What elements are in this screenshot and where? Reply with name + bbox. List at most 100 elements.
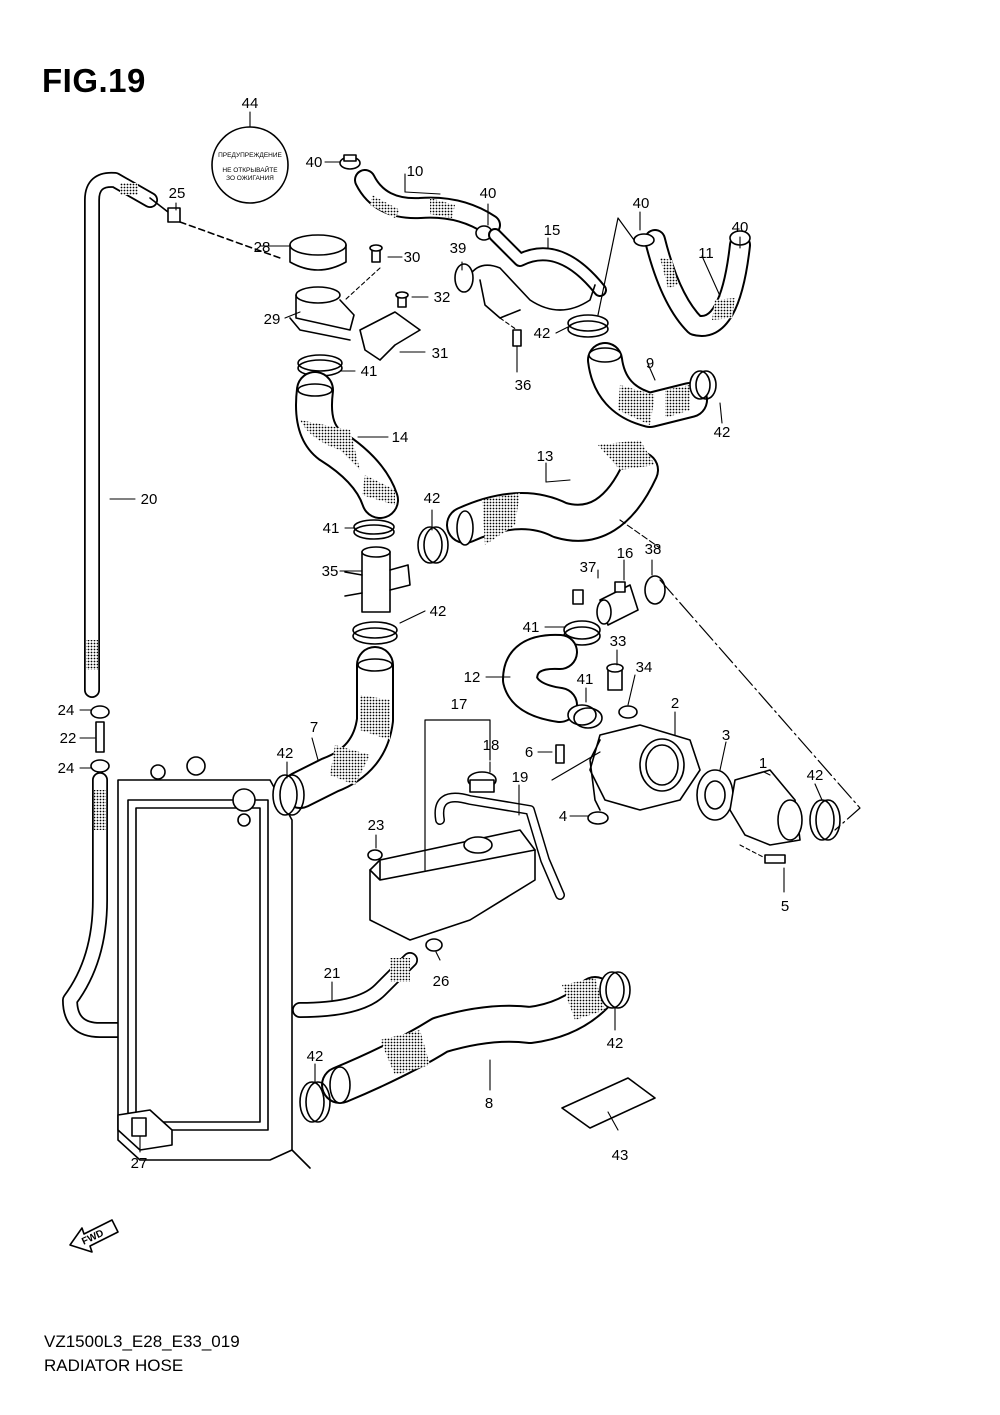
callout-12: 12: [464, 669, 481, 686]
part-25-clip: [167, 207, 181, 223]
part-8-hose: [321, 976, 614, 1104]
part-43-label: [561, 1077, 656, 1129]
callout-19: 19: [512, 769, 529, 786]
part-9-hose: [587, 342, 708, 428]
part-3-thermostat: [696, 769, 734, 821]
part-4-o-ring: [587, 811, 609, 825]
callout-29: 29: [264, 311, 281, 328]
part-40-clip-a: [339, 154, 361, 170]
callout-4: 4: [559, 808, 567, 825]
callout-7: 7: [310, 719, 318, 736]
part-15-pipe: [469, 228, 607, 319]
callout-26: 26: [433, 973, 450, 990]
part-27-bracket: [117, 1109, 173, 1151]
part-34-o-ring: [618, 705, 638, 719]
callout-27: 27: [131, 1155, 148, 1172]
part-42-clamp-f: [809, 799, 841, 841]
callout-20: 20: [141, 491, 158, 508]
part-42-clamp-b: [352, 621, 398, 645]
part-41-clamp-mid: [353, 519, 395, 540]
part-18-cap: [467, 771, 497, 793]
part-2-housing: [589, 724, 701, 811]
figure-title: FIG.19: [42, 62, 146, 99]
callout-36: 36: [515, 377, 532, 394]
callout-9: 9: [646, 355, 654, 372]
part-26-clip: [425, 938, 443, 952]
part-31-bracket: [359, 311, 421, 361]
part-42-clamp-e: [689, 370, 717, 400]
callout-42-e: 42: [277, 745, 294, 762]
callout-18: 18: [483, 737, 500, 754]
part-42-clamp-h: [599, 971, 631, 1009]
part-24-clip-lower: [90, 759, 110, 773]
callout-23: 23: [368, 817, 385, 834]
callout-6: 6: [525, 744, 533, 761]
part-39-o-ring: [454, 263, 474, 293]
part-41-clamp-e: [563, 620, 601, 646]
callout-40-c: 40: [633, 195, 650, 212]
part-41-clamp-f: [567, 704, 603, 729]
part-16-fitting: [596, 581, 639, 626]
part-17-reservoir-tank: [369, 829, 536, 941]
callout-39: 39: [450, 240, 467, 257]
callout-10: 10: [407, 163, 424, 180]
part-5-bolt: [764, 854, 786, 864]
callout-33: 33: [610, 633, 627, 650]
part-1-cover: [729, 769, 803, 846]
part-29-filler-neck: [289, 286, 355, 341]
radiator: [117, 756, 311, 1169]
callout-11: 11: [698, 245, 714, 262]
part-42-clamp-a: [417, 526, 449, 564]
callout-38: 38: [645, 541, 662, 558]
part-24-clip-upper: [90, 705, 110, 719]
callout-41-d: 41: [577, 671, 594, 688]
part-14-hose: [295, 371, 399, 519]
decal-line-3: ЗО ОЖИГАНИЯ: [226, 175, 274, 182]
callout-14: 14: [392, 429, 409, 446]
callout-8: 8: [485, 1095, 493, 1112]
part-28-cap: [289, 234, 347, 271]
callout-40-b: 40: [480, 185, 497, 202]
part-23-bolt: [367, 849, 383, 861]
callout-40-d: 40: [732, 219, 749, 236]
callout-1: 1: [759, 755, 767, 772]
part-42-clamp-d: [567, 314, 609, 338]
decal-line-2: НЕ ОТКРЫВАЙТЕ: [222, 165, 278, 174]
part-36-bolt: [512, 329, 522, 347]
callout-41-c: 41: [523, 619, 540, 636]
callout-25: 25: [169, 185, 186, 202]
callout-42-a: 42: [534, 325, 551, 342]
callout-44: 44: [242, 95, 259, 112]
callout-41-b: 41: [323, 520, 340, 537]
callout-15: 15: [544, 222, 561, 239]
part-32-bolt: [395, 291, 409, 308]
callout-3: 3: [722, 727, 730, 744]
fwd-arrow-icon: [69, 1219, 119, 1253]
callout-21: 21: [324, 965, 341, 982]
callout-35: 35: [322, 563, 339, 580]
callout-42-d: 42: [430, 603, 447, 620]
callout-31: 31: [432, 345, 449, 362]
part-21-hose: [62, 772, 418, 1038]
callout-42-b: 42: [714, 424, 731, 441]
figure-name: RADIATOR HOSE: [44, 1356, 184, 1375]
part-12-hose: [502, 633, 578, 723]
part-22-joint: [95, 721, 105, 753]
part-7-hose: [281, 646, 394, 809]
callout-41-a: 41: [361, 363, 378, 380]
part-42-clamp-c: [272, 774, 305, 816]
callout-34: 34: [636, 659, 653, 676]
callout-2: 2: [671, 695, 679, 712]
callout-30: 30: [404, 249, 421, 266]
part-37-bolt: [572, 589, 584, 605]
part-30-bolt: [369, 244, 383, 263]
callout-43: 43: [612, 1147, 629, 1164]
part-38-o-ring: [644, 575, 666, 605]
callout-5: 5: [781, 898, 789, 915]
part-42-clamp-g: [299, 1081, 331, 1123]
callout-22: 22: [60, 730, 77, 747]
part-13-hose: [446, 440, 659, 546]
callout-42-c: 42: [424, 490, 441, 507]
callout-13: 13: [537, 448, 554, 465]
